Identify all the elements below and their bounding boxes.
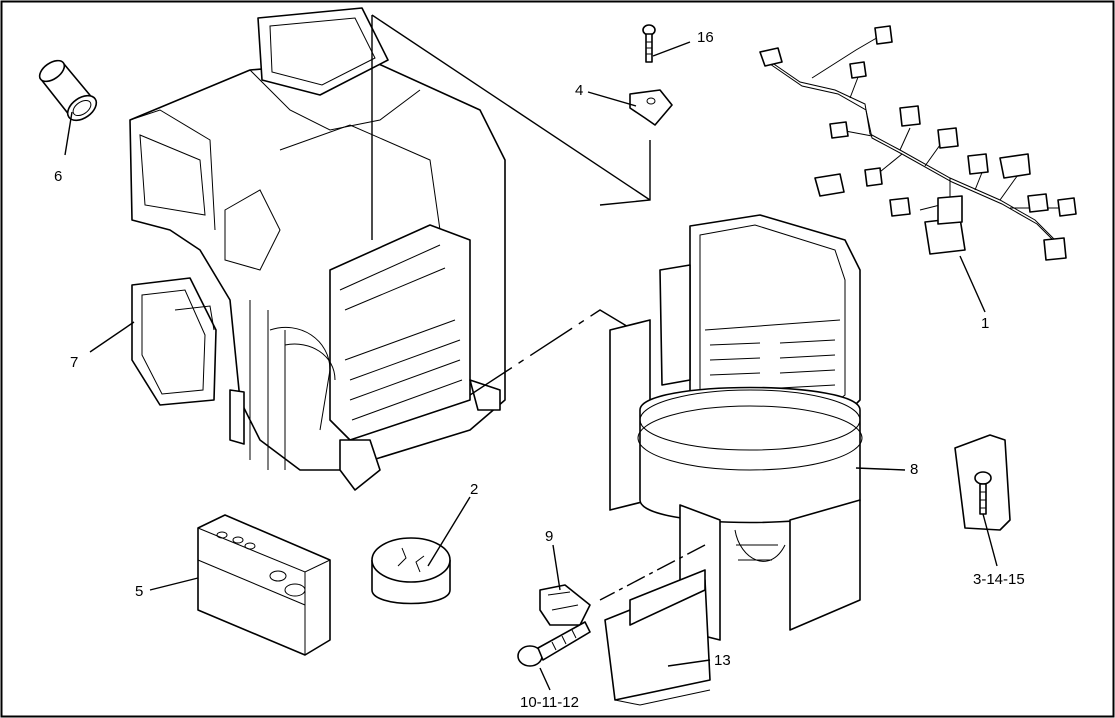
callout-5: 5 (135, 583, 143, 600)
leader-lines (64, 41, 998, 691)
part-9-resistor (539, 584, 591, 626)
callout-2: 2 (470, 481, 478, 498)
callout-16: 16 (697, 29, 714, 46)
part-10-11-12-screw (517, 621, 591, 667)
part-16-screw (642, 24, 656, 63)
part-1-wiring-harness (759, 25, 1077, 261)
callout-10-11-12: 10-11-12 (520, 694, 579, 711)
blower-unit-assembly (609, 214, 863, 641)
part-3-14-15-bag (954, 434, 1011, 531)
part-7-duct-outlet (131, 277, 217, 406)
part-6-grommet (38, 59, 98, 122)
heater-unit-assembly (129, 7, 506, 491)
part-5-pad (197, 514, 331, 656)
part-2-cap (371, 537, 451, 605)
callout-3-14-15: 3-14-15 (973, 571, 1025, 588)
callout-13: 13 (714, 652, 731, 669)
callout-8: 8 (910, 461, 918, 478)
callout-4: 4 (575, 82, 583, 99)
callout-6: 6 (54, 168, 62, 185)
part-13-bracket (599, 544, 711, 706)
callout-1: 1 (981, 315, 989, 332)
part-4-bracket (629, 89, 673, 126)
callout-7: 7 (70, 354, 78, 371)
callout-9: 9 (545, 528, 553, 545)
